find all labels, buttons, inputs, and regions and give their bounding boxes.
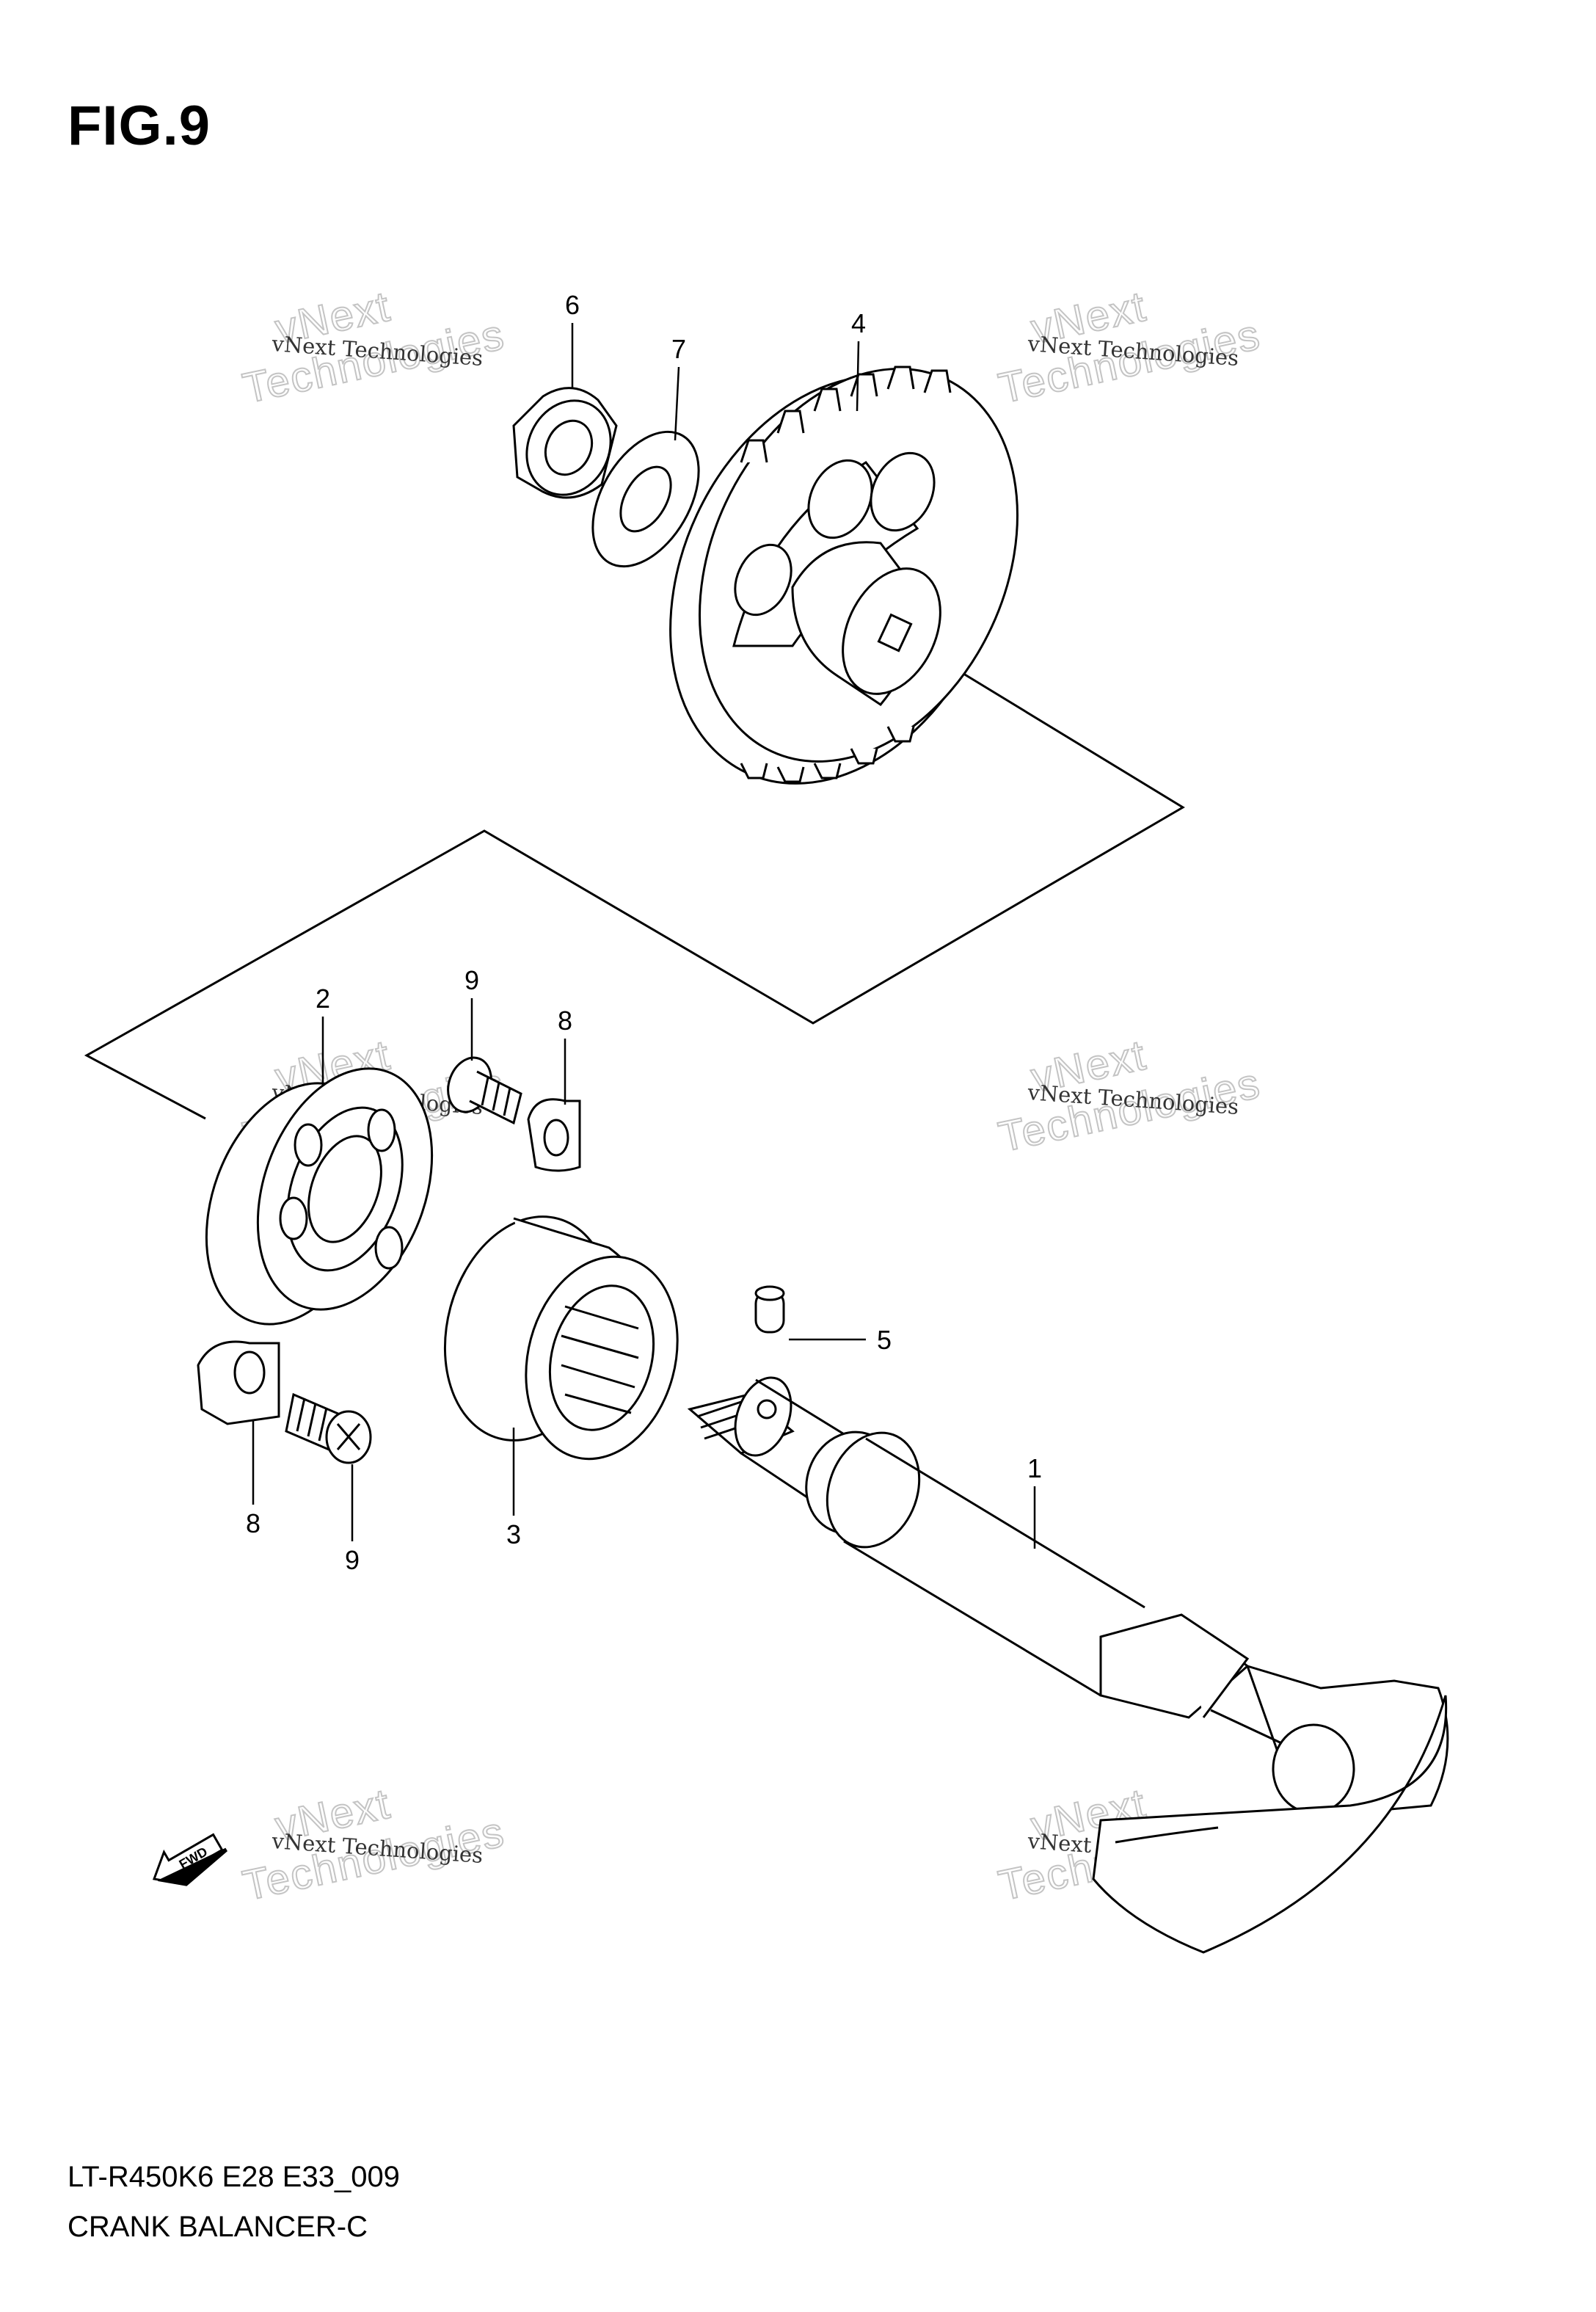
part-9-screw-lower — [285, 1392, 372, 1464]
part-6-nut — [512, 387, 618, 499]
part-8-plate-lower — [197, 1340, 280, 1425]
part-7-washer — [591, 430, 700, 568]
model-code: LT-R450K6 E28 E33_009 — [68, 2161, 400, 2193]
gear-to-shaft-line — [84, 666, 1185, 1120]
part-1-balancer-shaft — [687, 1376, 1449, 1954]
callout-9-upper: 9 — [464, 965, 479, 995]
assembly-lines — [84, 666, 1185, 1120]
callout-5: 5 — [877, 1325, 892, 1355]
callout-7: 7 — [671, 334, 686, 364]
callout-numbers: 6 7 4 9 8 2 5 1 8 9 3 — [246, 290, 1042, 1575]
callout-8-lower: 8 — [246, 1508, 260, 1538]
callout-8-upper: 8 — [558, 1006, 572, 1036]
watermark: vNext Technologies — [238, 1779, 509, 1911]
callout-9-lower: 9 — [345, 1545, 360, 1575]
part-5-pin — [754, 1285, 785, 1334]
watermark: vNext Technologies — [238, 282, 509, 413]
part-4-gear — [669, 366, 1019, 785]
leader-4 — [856, 341, 860, 412]
part-2-bearing — [205, 1067, 434, 1326]
leader-7 — [674, 366, 680, 441]
leader-lines — [252, 323, 1036, 1549]
watermark: vNext Technologies — [994, 1030, 1265, 1162]
callout-4: 4 — [851, 308, 866, 338]
callout-1: 1 — [1027, 1453, 1042, 1483]
callout-2: 2 — [316, 984, 330, 1014]
part-name: CRANK BALANCER-C — [68, 2211, 368, 2243]
part-8-plate-upper — [527, 1098, 581, 1172]
figure-title: FIG.9 — [68, 95, 211, 157]
fwd-arrow-icon: FWD — [152, 1833, 227, 1886]
callout-3: 3 — [506, 1519, 521, 1549]
part-9-screw-upper — [447, 1056, 522, 1125]
callout-6: 6 — [565, 290, 580, 320]
watermark: vNext Technologies — [994, 282, 1265, 413]
part-3-needle-bearing — [443, 1215, 679, 1461]
